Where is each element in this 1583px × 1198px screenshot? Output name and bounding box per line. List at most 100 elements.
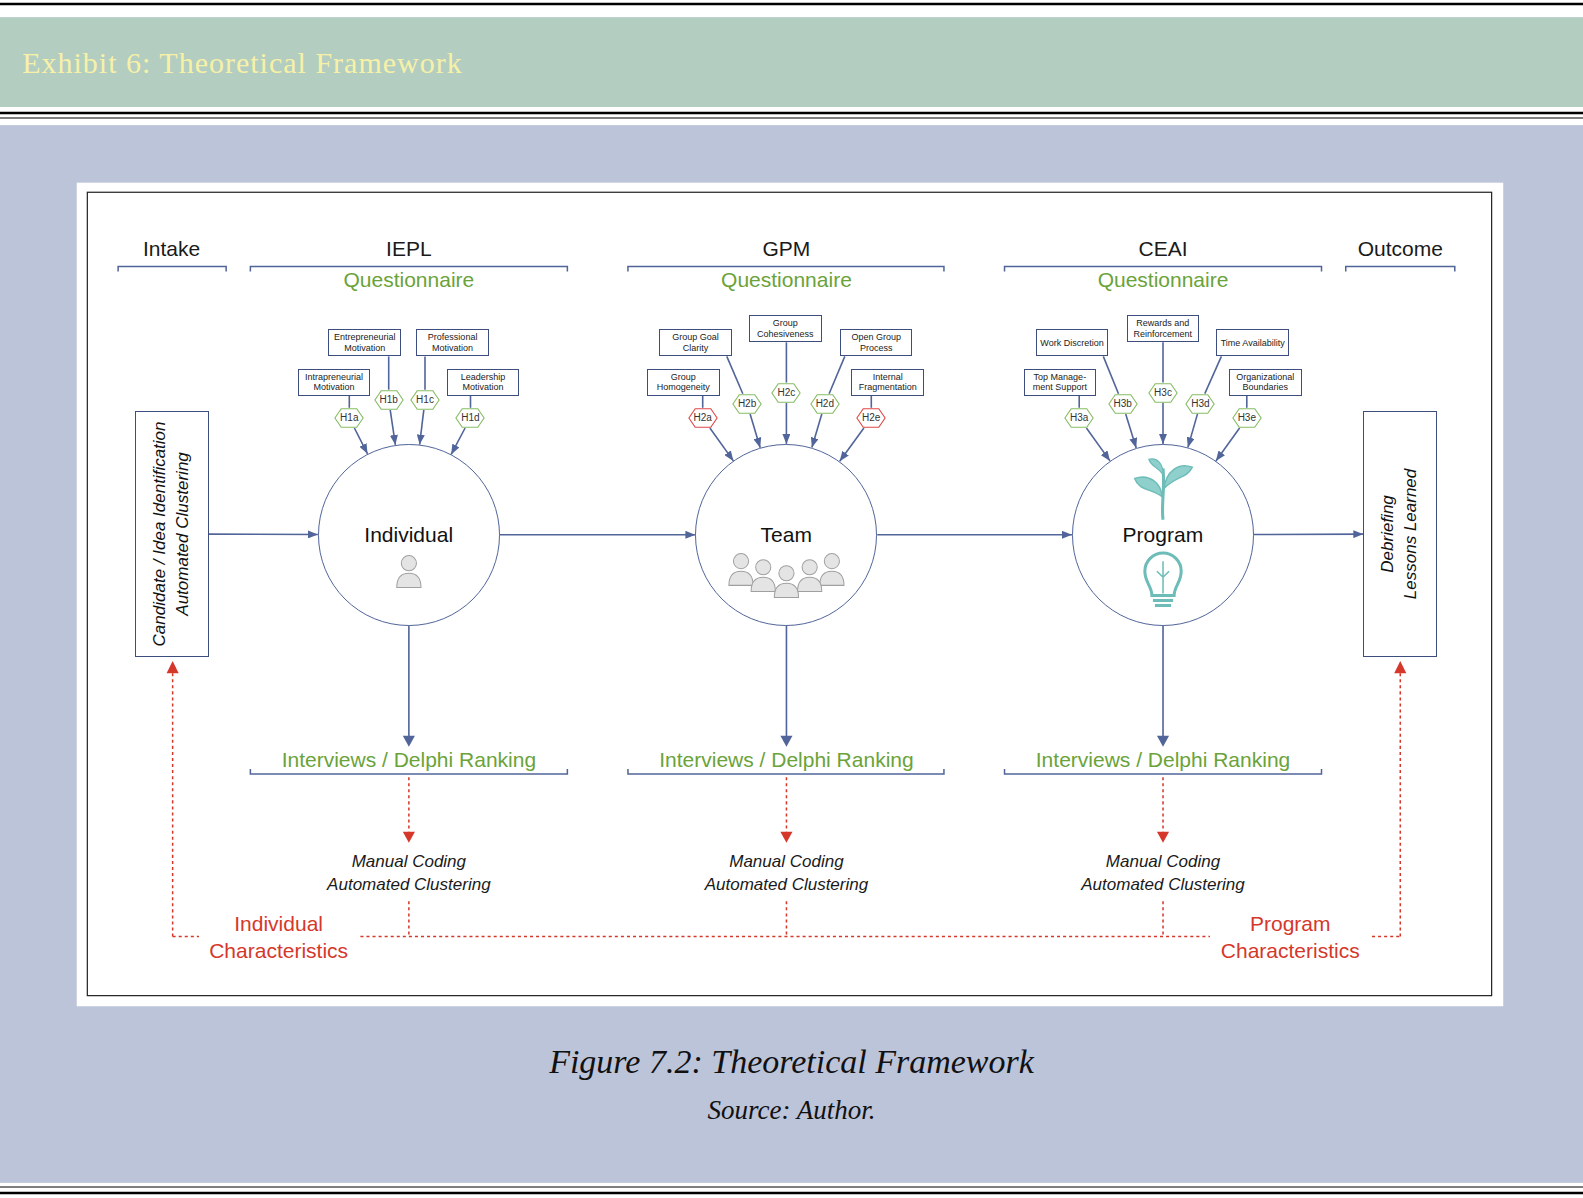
exhibit-title: Exhibit 6: Theoretical Framework bbox=[22, 45, 463, 81]
factor-box: Organizational Boundaries bbox=[1229, 369, 1302, 396]
text-slot: Manual Coding bbox=[352, 852, 466, 872]
text-slot: Intake bbox=[143, 237, 200, 262]
hypothesis-label: H1d bbox=[461, 412, 479, 423]
person-head bbox=[401, 556, 416, 571]
label: IEPL bbox=[386, 237, 432, 262]
connector bbox=[1086, 428, 1110, 461]
person-body bbox=[774, 583, 798, 597]
person-head bbox=[756, 560, 771, 575]
text-slot: GPM bbox=[763, 237, 811, 262]
box-text: Professional Motivation bbox=[420, 332, 485, 353]
hypothesis-hexagon: H1c bbox=[410, 390, 440, 410]
person-head bbox=[733, 554, 748, 569]
arrow-head bbox=[780, 832, 792, 843]
level-circle: Individual bbox=[318, 444, 500, 626]
panel bbox=[0, 125, 1583, 1183]
hypothesis-hexagon: H2a bbox=[688, 408, 718, 428]
box-text: Entrepreneurial Motivation bbox=[332, 332, 397, 353]
connector bbox=[209, 533, 318, 535]
label: Questionnaire bbox=[1098, 267, 1229, 292]
person-body bbox=[751, 577, 775, 591]
feedback-heads bbox=[167, 661, 1407, 843]
person-head bbox=[802, 560, 817, 575]
text-slot: Questionnaire bbox=[721, 267, 852, 292]
rule-line bbox=[0, 1192, 1583, 1195]
dashed-line bbox=[1162, 777, 1164, 834]
hexagon-shape bbox=[772, 383, 800, 402]
figure-ground bbox=[77, 183, 1504, 1007]
factor-box: Internal Fragmentation bbox=[851, 369, 924, 396]
text-slot: Manual Coding bbox=[1106, 852, 1220, 872]
label: Outcome bbox=[1358, 237, 1443, 262]
rule-line bbox=[0, 118, 1583, 119]
label: Automated Clustering bbox=[1081, 875, 1244, 895]
hypothesis-hexagon: H1d bbox=[455, 408, 485, 428]
label: Manual Coding bbox=[729, 852, 843, 872]
text-slot: Interviews / Delphi Ranking bbox=[282, 747, 536, 772]
connector bbox=[1254, 533, 1364, 535]
arrow-head bbox=[1157, 832, 1169, 843]
box-text: Debriefing bbox=[1377, 468, 1400, 598]
text-slot: Automated Clustering bbox=[1081, 875, 1244, 895]
hypothesis-hexagon: H3c bbox=[1148, 383, 1178, 403]
level-circle: Team bbox=[695, 444, 877, 626]
arrow-head bbox=[1394, 661, 1406, 673]
connector bbox=[1078, 396, 1080, 408]
factor-box: Work Discretion bbox=[1036, 329, 1109, 356]
down-arrow-line bbox=[786, 626, 788, 738]
box-text: Group Goal Clarity bbox=[663, 332, 728, 353]
connector bbox=[786, 342, 788, 382]
connector bbox=[451, 428, 465, 454]
brackets bbox=[118, 266, 1455, 774]
label: Source: Author. bbox=[708, 1094, 876, 1126]
factor-box: Open Group Process bbox=[840, 329, 913, 356]
hexagon-shape bbox=[1149, 383, 1177, 402]
connector bbox=[348, 396, 350, 408]
hypothesis-label: H3c bbox=[1154, 387, 1172, 398]
box-text: Group Homogeneity bbox=[651, 372, 716, 393]
factor-box: Intrapreneurial Motivation bbox=[298, 369, 371, 396]
hypothesis-hexagon: H2e bbox=[856, 408, 886, 428]
label: Individual Characteristics bbox=[199, 909, 359, 964]
feedback-lines bbox=[173, 672, 1401, 936]
box-text: Leadership Motivation bbox=[451, 372, 516, 393]
hypothesis-label: H1a bbox=[340, 412, 358, 423]
process-box: DebriefingLessons Learned bbox=[1363, 411, 1437, 657]
connector bbox=[388, 356, 390, 389]
level-circle: Program bbox=[1072, 444, 1254, 626]
connector bbox=[1246, 396, 1248, 408]
label: Automated Clustering bbox=[327, 875, 490, 895]
down-arrow-line bbox=[408, 626, 410, 738]
dashed-line bbox=[786, 901, 788, 936]
hexagon-shape bbox=[335, 409, 363, 428]
factor-box: Leadership Motivation bbox=[447, 369, 520, 396]
figure-caption: Figure 7.2: Theoretical Framework bbox=[549, 1041, 1034, 1082]
hypothesis-label: H2b bbox=[738, 398, 756, 409]
hypothesis-hexagon: H2b bbox=[732, 394, 762, 414]
bulb-filament bbox=[1157, 561, 1169, 593]
hypothesis-hexagon: H3a bbox=[1064, 408, 1094, 428]
box-text: Time Availability bbox=[1220, 338, 1285, 348]
title-band bbox=[0, 17, 1583, 107]
plant-stem bbox=[1162, 468, 1163, 519]
rule-line bbox=[0, 112, 1583, 115]
hypothesis-hexagon: H3d bbox=[1185, 394, 1215, 414]
hypothesis-label: H2c bbox=[778, 387, 796, 398]
label: Manual Coding bbox=[352, 852, 466, 872]
connector bbox=[877, 534, 1072, 536]
text-slot: Automated Clustering bbox=[705, 875, 868, 895]
rule-line bbox=[0, 3, 1583, 6]
hypothesis-label: H3e bbox=[1238, 412, 1256, 423]
dashed-line bbox=[172, 672, 174, 936]
text-slot: Figure 7.2: Theoretical Framework bbox=[549, 1041, 1034, 1082]
connector bbox=[1216, 428, 1240, 461]
hexagon-shape bbox=[1186, 395, 1214, 414]
down-arrow-line bbox=[1162, 626, 1164, 738]
factor-box: Rewards and Reinforcement bbox=[1127, 315, 1200, 342]
dashed-line bbox=[408, 901, 410, 936]
text-slot: Individual Characteristics bbox=[199, 909, 359, 964]
text-slot: Questionnaire bbox=[1098, 267, 1229, 292]
